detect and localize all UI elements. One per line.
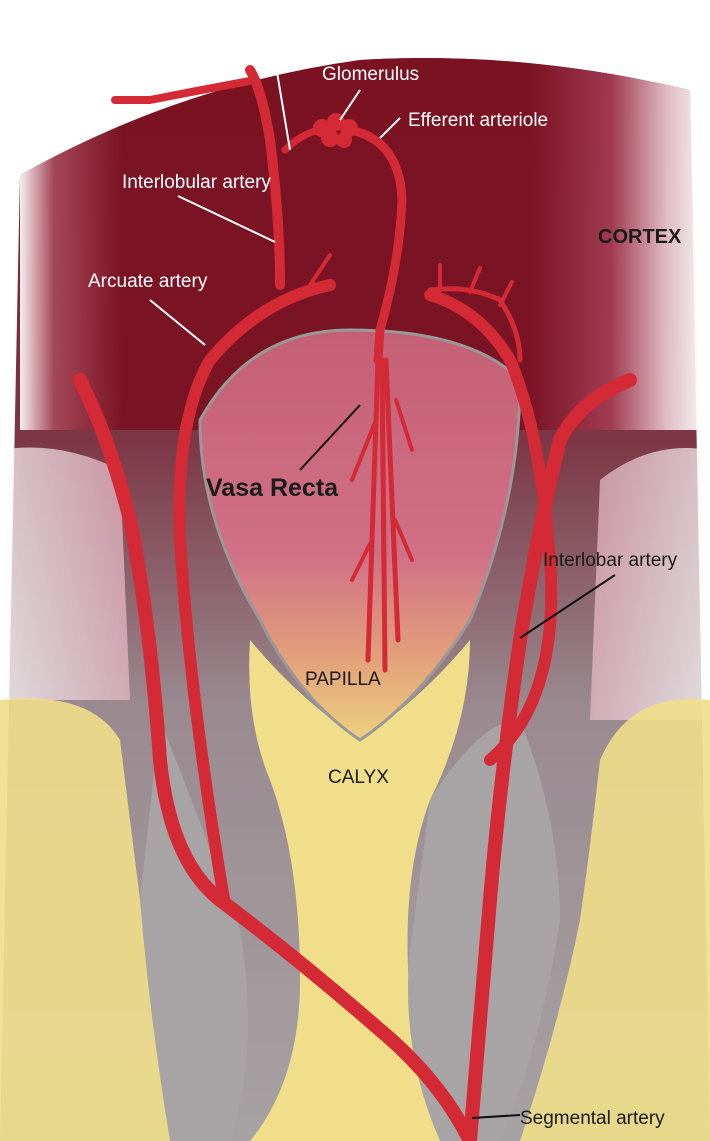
vasa-recta-2 [382, 360, 385, 670]
vasa-recta-label: Vasa Recta [206, 474, 339, 502]
cortex-label: CORTEX [598, 226, 682, 248]
calyx-label: CALYX [328, 767, 389, 788]
right-lobe [590, 448, 710, 720]
left-lobe [0, 448, 130, 701]
segmental-artery-label: Segmental artery [520, 1108, 665, 1129]
interlobar-artery-label: Interlobar artery [543, 550, 678, 571]
afferent-arteriole-label: Afferent arteriole [193, 8, 333, 29]
efferent-arteriole-label: Efferent arteriole [408, 110, 548, 131]
glomerulus-label: Glomerulus [322, 64, 419, 85]
arcuate-artery-label: Arcuate artery [88, 271, 208, 292]
interlobular-artery-label: Interlobular artery [122, 172, 271, 193]
papilla-label: PAPILLA [305, 669, 381, 690]
